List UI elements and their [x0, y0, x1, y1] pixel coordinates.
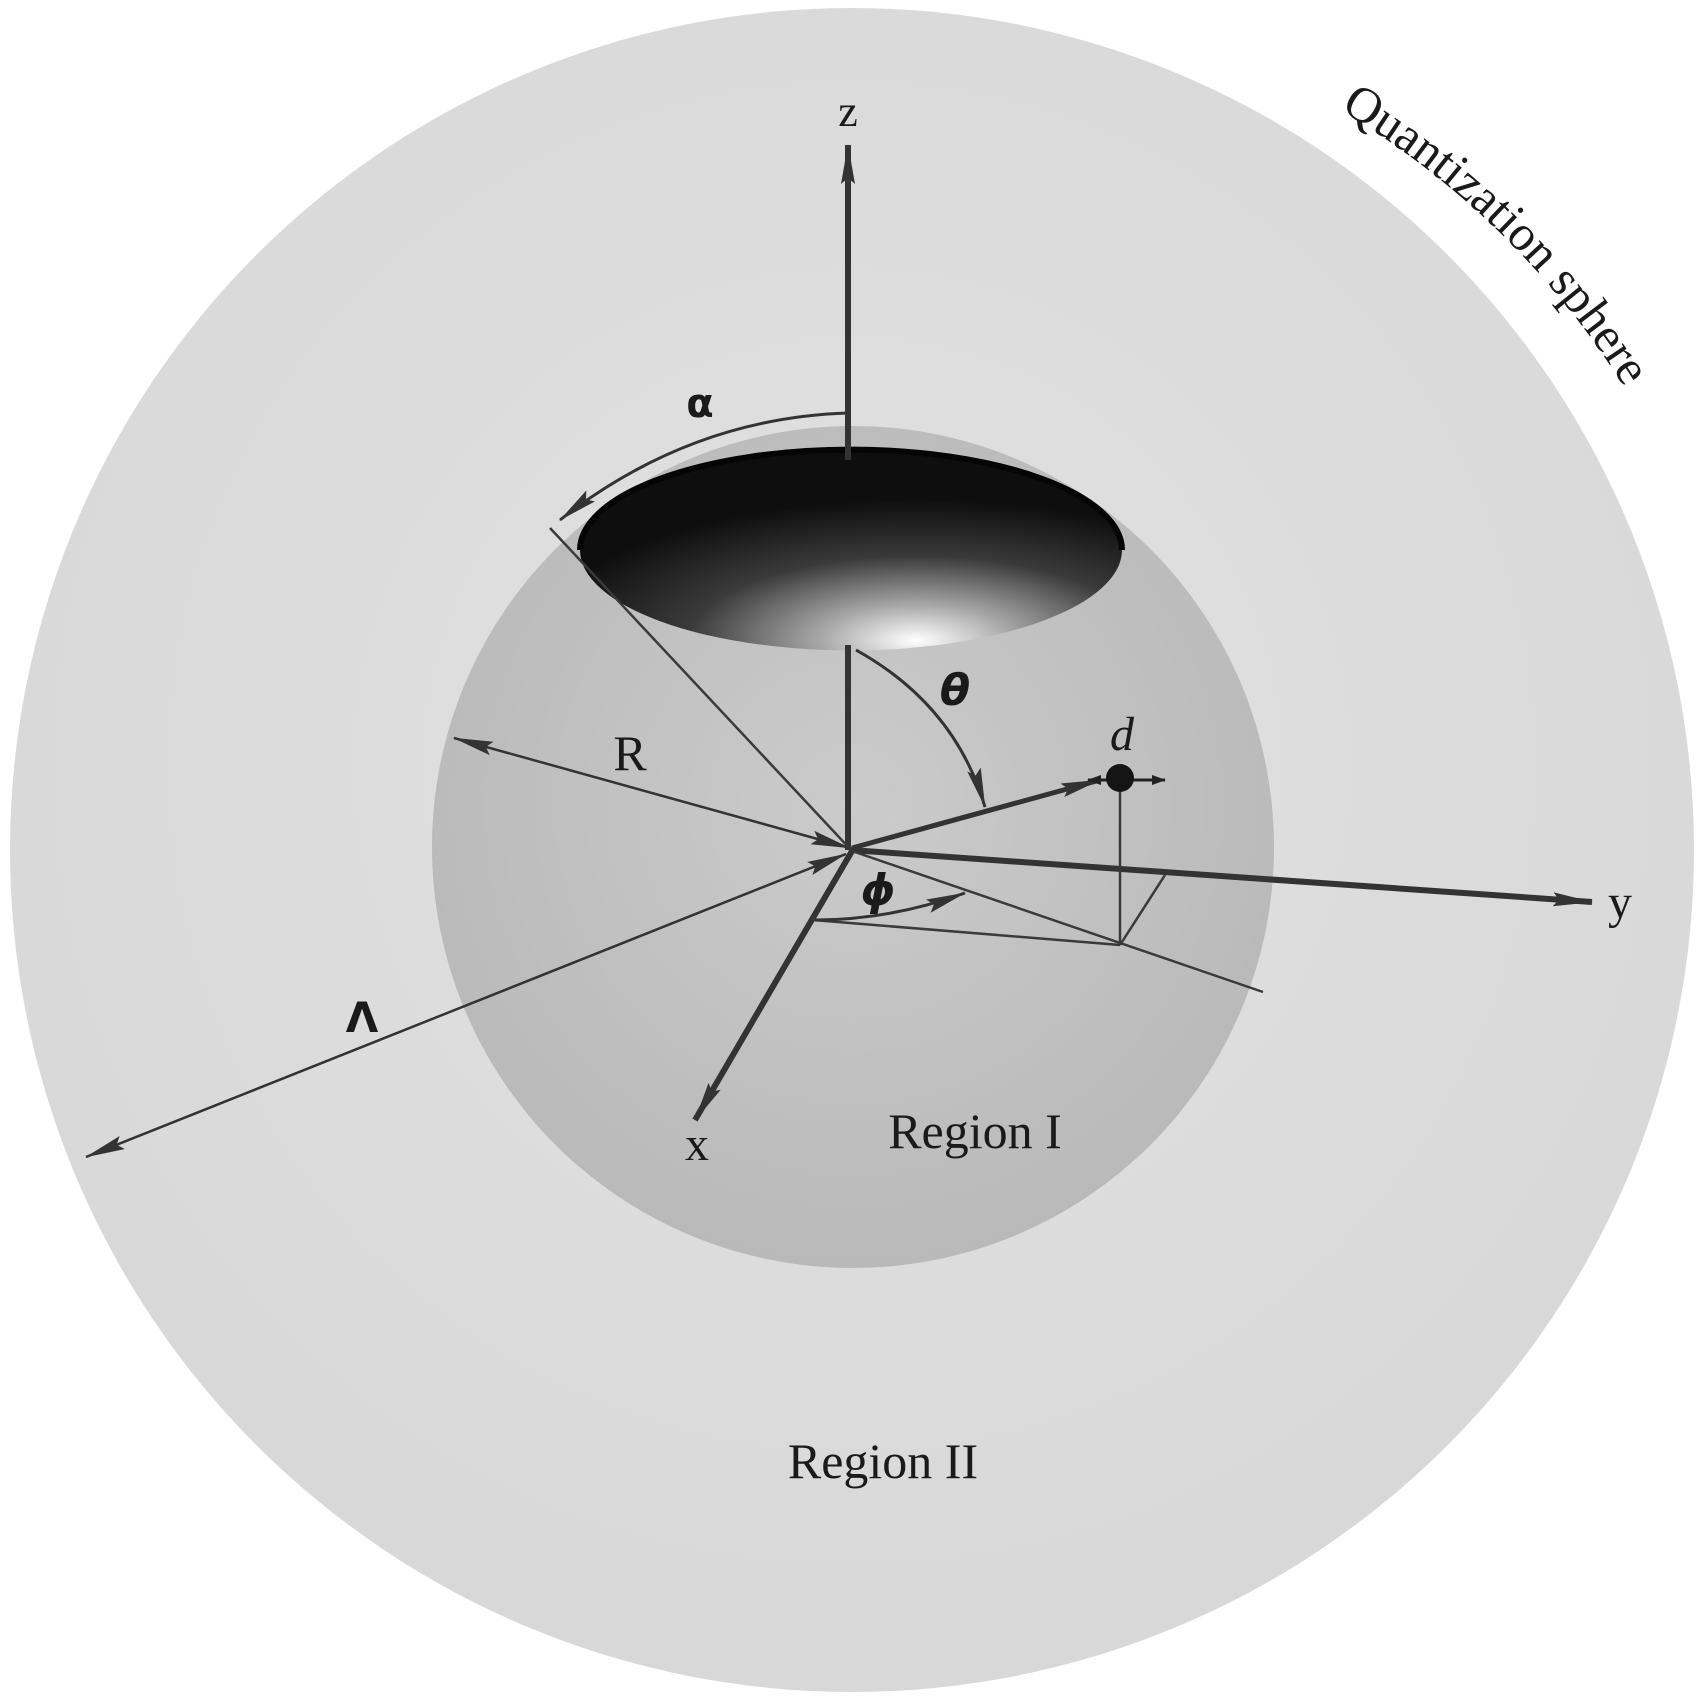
- region-outer-label: Region II: [788, 1433, 978, 1489]
- radius-arrow: [453, 736, 851, 850]
- alpha-label: α: [686, 381, 713, 427]
- dipole-particle: [1087, 764, 1166, 792]
- theta-label: θ: [940, 665, 970, 716]
- z-axis-label: z: [838, 87, 858, 136]
- alpha-arc: [559, 411, 849, 522]
- y-axis: [849, 847, 1593, 907]
- theta-arc: [855, 648, 987, 808]
- region-inner-label: Region I: [888, 1103, 1062, 1159]
- construction-lines: [549, 527, 1264, 994]
- lambda-label: Λ: [346, 993, 379, 1042]
- y-axis-label: y: [1608, 876, 1632, 929]
- dipole-label: d: [1110, 708, 1135, 761]
- radius-label: R: [613, 725, 647, 781]
- spherical-cap: [577, 446, 1125, 651]
- dipole-vector: [851, 777, 1101, 851]
- phi-arc: [814, 891, 966, 922]
- lambda-arrow: [85, 852, 847, 1159]
- phi-label: ϕ: [860, 865, 895, 916]
- x-axis-label: x: [685, 1118, 709, 1171]
